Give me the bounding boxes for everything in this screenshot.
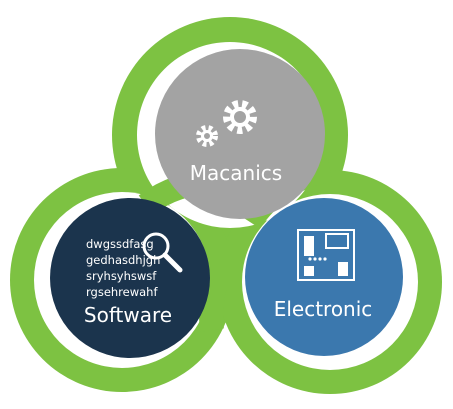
software-label: Software [84,303,172,327]
mechanics-label: Macanics [190,161,282,185]
code-line-2: gedhasdhjgh [86,253,160,267]
code-line-1: dwgssdfasg [86,237,154,251]
electronic-node: Electronic [245,198,403,356]
electronic-circle [245,198,403,356]
code-lines: dwgssdfasg gedhasdhjgh sryhsyhswsf rgseh… [86,237,160,299]
code-line-4: rgsehrewahf [86,285,158,299]
software-node: dwgssdfasg gedhasdhjgh sryhsyhswsf rgseh… [50,198,210,358]
circuit-board-icon [297,229,355,281]
gears-icon [196,100,257,147]
arc-left-over [199,238,245,332]
mechanics-node: Macanics [155,49,325,219]
code-line-3: sryhsyhswsf [86,269,157,283]
software-circle [50,198,210,358]
magnifier-icon [142,232,183,273]
electronic-label: Electronic [274,297,373,321]
